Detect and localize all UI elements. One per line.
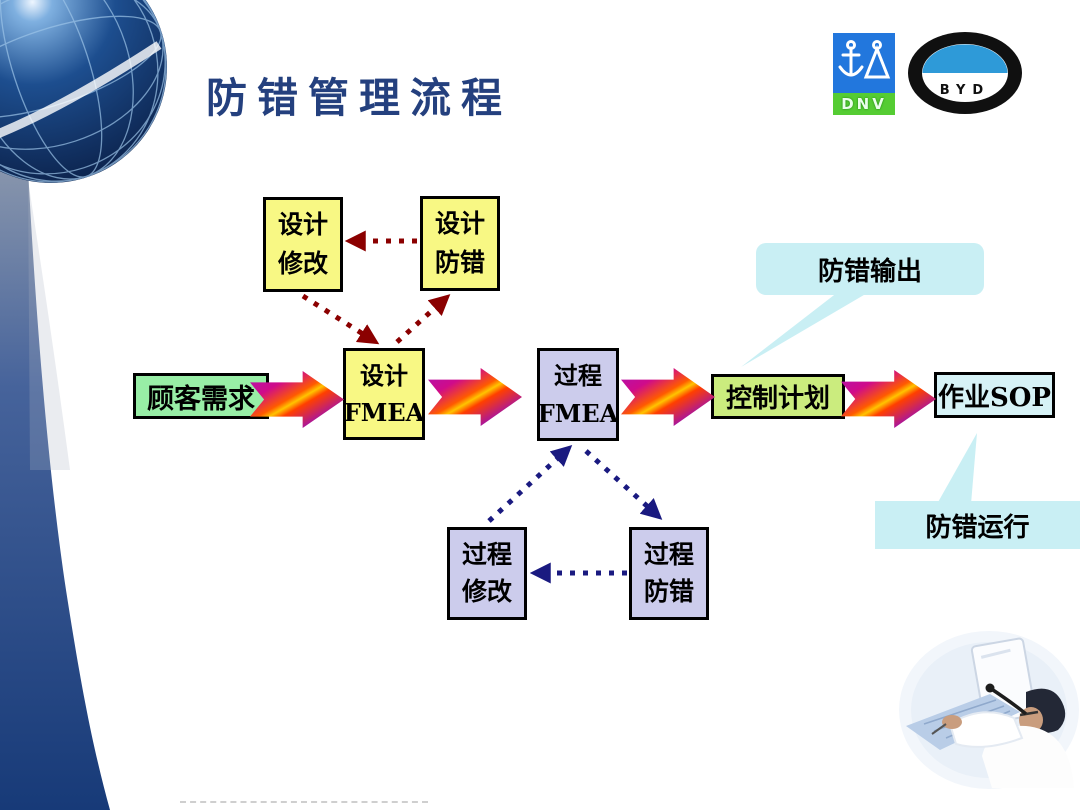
proofing-output-callout: 防错输出: [756, 243, 984, 295]
process-fmea-line1: 过程: [554, 361, 602, 391]
design-modify-line2: 修改: [277, 248, 328, 278]
arrow-processmodify-to-processfmea: [487, 445, 573, 523]
dnv-logo-text: DNV: [833, 93, 895, 115]
process-modify-line2: 修改: [461, 577, 512, 607]
design-proofing-line2: 防错: [434, 247, 485, 277]
flow-arrow-processfmea-to-controlplan: [621, 368, 715, 426]
arrow-designfmea-to-designproof: [395, 294, 451, 344]
design-fmea-line2: FMEA: [343, 397, 425, 427]
customer-needs-box: 顾客需求: [133, 373, 269, 419]
footer-dashed-line: [180, 801, 428, 803]
design-modify-box: 设计 修改: [263, 197, 343, 292]
design-fmea-box: 设计 FMEA: [343, 348, 425, 440]
design-fmea-line1: 设计: [360, 360, 408, 390]
arrow-designmodify-to-designfmea: [301, 293, 380, 345]
byd-logo-text: BYD: [940, 83, 990, 98]
process-modify-line1: 过程: [461, 539, 512, 569]
proofing-operation-callout: 防错运行: [875, 501, 1080, 549]
byd-logo: BYD: [908, 32, 1022, 114]
page-title: 防错管理流程: [206, 74, 512, 122]
flow-arrow-controlplan-to-sop: [841, 370, 936, 428]
arrow-processfmea-to-processproof: [584, 449, 663, 520]
proofing-operation-label: 防错运行: [925, 512, 1030, 543]
dnv-anchor-scale-icon: [833, 33, 895, 93]
design-proofing-line1: 设计: [434, 209, 485, 239]
design-proofing-box: 设计 防错: [420, 196, 500, 291]
control-plan-label: 控制计划: [725, 384, 830, 414]
process-modify-box: 过程 修改: [447, 527, 527, 620]
globe-image: [0, 0, 167, 183]
process-fmea-line2: FMEA: [537, 398, 619, 428]
process-proofing-line1: 过程: [643, 539, 694, 569]
process-proofing-line2: 防错: [643, 577, 694, 607]
proofing-output-label: 防错输出: [817, 256, 922, 287]
operation-sop-label: 作业SOP: [938, 382, 1051, 413]
operation-sop-box: 作业SOP: [934, 372, 1055, 418]
callout-run-tail: [937, 433, 977, 504]
design-modify-line1: 设计: [277, 210, 328, 240]
flow-arrow-designfmea-to-processfmea: [428, 368, 522, 426]
process-proofing-box: 过程 防错: [629, 527, 709, 620]
customer-needs-label: 顾客需求: [147, 383, 255, 415]
dnv-logo: DNV: [833, 33, 895, 117]
control-plan-box: 控制计划: [711, 374, 845, 419]
person-computer-image: [899, 631, 1079, 789]
process-fmea-box: 过程 FMEA: [537, 348, 619, 441]
callout-output-tail: [741, 292, 869, 367]
